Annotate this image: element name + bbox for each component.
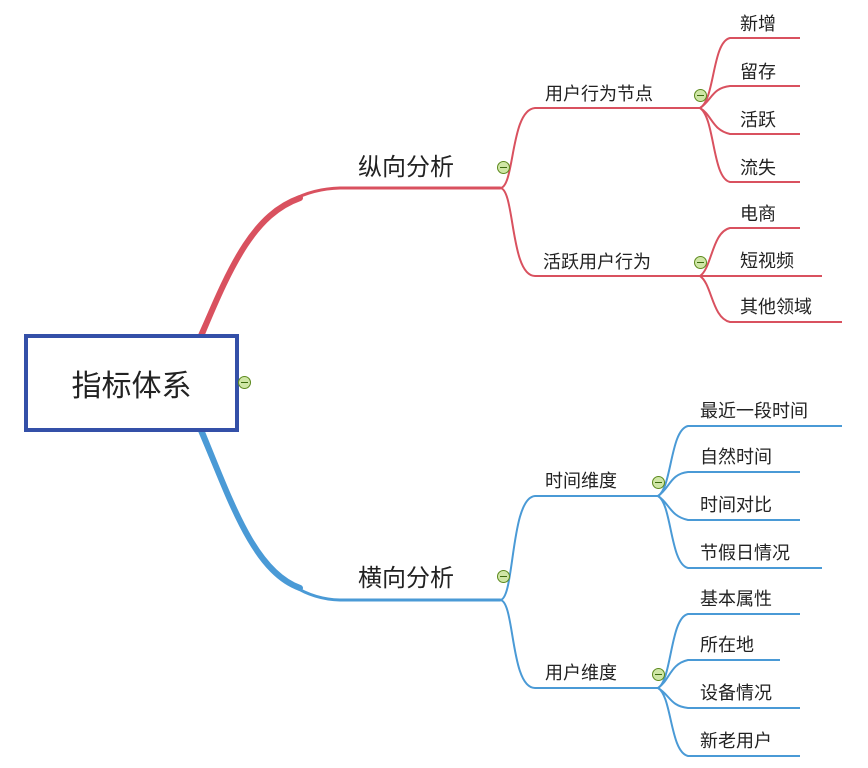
collapse-toggle-icon[interactable] <box>694 256 707 269</box>
edge-leaf-new-old-user <box>657 687 800 757</box>
leaf-time-compare[interactable]: 时间对比 <box>700 495 772 516</box>
edge-leaf-holiday <box>657 495 822 569</box>
root-node-label: 指标体系 <box>71 369 192 404</box>
leaf-qitalingyu[interactable]: 其他领域 <box>740 297 812 318</box>
leaf-holiday[interactable]: 节假日情况 <box>700 543 790 564</box>
leaf-liushi[interactable]: 流失 <box>740 158 776 179</box>
node-vertical-analysis[interactable]: 纵向分析 <box>358 153 454 181</box>
edge-root-to-horizontal-thick <box>199 429 303 591</box>
node-time-dimension[interactable]: 时间维度 <box>545 471 617 492</box>
edge-leaf-natural-time <box>657 471 800 497</box>
collapse-toggle-icon[interactable] <box>694 89 707 102</box>
edge-horizontal-to-time <box>499 495 658 601</box>
collapse-toggle-icon[interactable] <box>497 570 510 583</box>
collapse-toggle-icon[interactable] <box>652 476 665 489</box>
leaf-natural-time[interactable]: 自然时间 <box>700 447 772 468</box>
edge-root-to-vertical-thick <box>199 195 303 337</box>
leaf-location[interactable]: 所在地 <box>700 635 754 656</box>
edge-root-to-vertical <box>198 186 502 336</box>
leaf-huoyue[interactable]: 活跃 <box>740 110 776 131</box>
leaf-duanshipin[interactable]: 短视频 <box>740 251 794 272</box>
leaf-recent-period[interactable]: 最近一段时间 <box>700 401 808 422</box>
node-user-dimension[interactable]: 用户维度 <box>545 663 617 684</box>
collapse-toggle-icon[interactable] <box>238 376 251 389</box>
collapse-toggle-icon[interactable] <box>497 161 510 174</box>
node-user-behavior-node[interactable]: 用户行为节点 <box>545 84 653 105</box>
leaf-xinzeng[interactable]: 新增 <box>740 14 776 35</box>
node-horizontal-analysis[interactable]: 横向分析 <box>358 564 454 592</box>
edge-leaf-liushi <box>699 107 800 183</box>
leaf-basic-attr[interactable]: 基本属性 <box>700 589 772 610</box>
edge-leaf-qitalingyu <box>699 275 842 323</box>
node-active-user-behavior[interactable]: 活跃用户行为 <box>543 252 651 273</box>
edge-horizontal-to-user <box>499 599 658 689</box>
edge-vertical-to-behavior-node <box>499 107 700 189</box>
edge-root-to-horizontal <box>198 430 502 602</box>
root-node-box[interactable] <box>24 334 239 432</box>
edge-leaf-location <box>657 659 780 689</box>
leaf-liucun[interactable]: 留存 <box>740 62 776 83</box>
leaf-new-old-user[interactable]: 新老用户 <box>700 731 772 752</box>
leaf-dianshang[interactable]: 电商 <box>740 204 776 225</box>
edge-leaf-liucun <box>699 85 800 109</box>
collapse-toggle-icon[interactable] <box>652 668 665 681</box>
leaf-device[interactable]: 设备情况 <box>700 683 772 704</box>
edge-leaf-dianshang <box>699 227 800 277</box>
edge-vertical-to-active-behavior <box>499 187 700 277</box>
